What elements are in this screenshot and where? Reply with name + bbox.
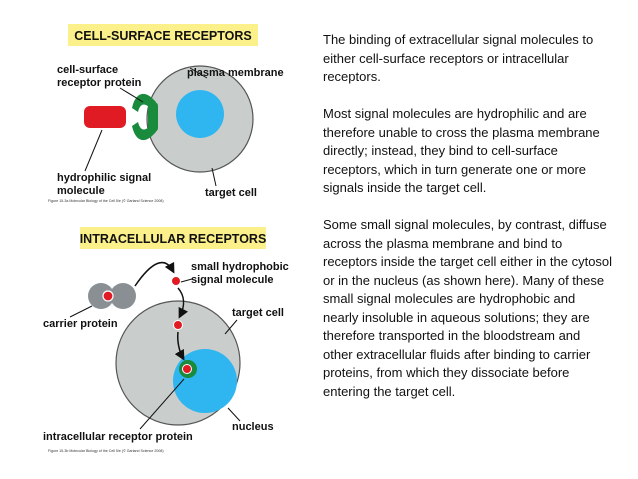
explanation-text: The binding of extracellular signal mole… xyxy=(323,31,613,420)
receptor-diagram: CELL-SURFACE RECEPTORS cell-surface rece… xyxy=(43,24,289,453)
leader-target-2 xyxy=(224,319,238,335)
receptor-stem xyxy=(148,102,158,132)
leader-carrier xyxy=(69,305,93,318)
banner-intracellular-text: INTRACELLULAR RECEPTORS xyxy=(80,232,267,246)
label-target-cell-2: target cell xyxy=(232,307,284,319)
label-receptor-line2: receptor protein xyxy=(57,77,142,89)
banner-intracellular xyxy=(80,227,266,249)
paragraph-hydrophilic: Most signal molecules are hydrophilic an… xyxy=(323,106,600,195)
hydrophilic-signal-molecule xyxy=(84,106,126,128)
leader-nucleus xyxy=(227,407,241,422)
figure-panel: CELL-SURFACE RECEPTORS cell-surface rece… xyxy=(40,16,310,466)
leader-small xyxy=(180,278,193,283)
free-signal-molecule xyxy=(171,276,181,286)
label-carrier-protein: carrier protein xyxy=(43,318,118,330)
carrier-protein-right xyxy=(110,283,136,309)
nucleus-1 xyxy=(176,90,224,138)
receptor-bound-signal xyxy=(182,364,192,374)
carrier-protein-left xyxy=(88,283,114,309)
leader-signal xyxy=(84,129,103,172)
label-small-line2: signal molecule xyxy=(191,274,274,286)
cytosolic-signal-molecule xyxy=(173,320,183,330)
label-signal-line2: molecule xyxy=(57,185,105,197)
arrow-cross-membrane xyxy=(177,287,189,319)
arrow-to-receptor xyxy=(174,331,185,361)
paragraph-binding: The binding of extracellular signal mole… xyxy=(323,32,594,84)
label-receptor-line1: cell-surface xyxy=(57,64,118,76)
label-small-line1: small hydrophobic xyxy=(191,261,289,273)
label-signal-line1: hydrophilic signal xyxy=(57,172,151,184)
leader-intracellular-receptor xyxy=(139,378,185,430)
banner-cell-surface xyxy=(68,24,258,46)
banner-cell-surface-text: CELL-SURFACE RECEPTORS xyxy=(74,29,252,43)
label-plasma-membrane: plasma membrane xyxy=(187,67,284,79)
label-nucleus: nucleus xyxy=(232,421,274,433)
bound-signal-molecule xyxy=(102,290,114,302)
leader-target-1 xyxy=(211,167,217,187)
leader-membrane xyxy=(189,67,208,79)
label-intracellular-receptor: intracellular receptor protein xyxy=(43,431,193,443)
leader-receptor xyxy=(119,87,144,103)
label-target-cell-1: target cell xyxy=(205,187,257,199)
caption-figure1: Figure 15-3a Molecular Biology of the Ce… xyxy=(48,199,164,203)
arrow-release xyxy=(134,261,175,287)
caption-figure2: Figure 15-3b Molecular Biology of the Ce… xyxy=(48,449,164,453)
paragraph-hydrophobic: Some small signal molecules, by contrast… xyxy=(323,217,613,399)
